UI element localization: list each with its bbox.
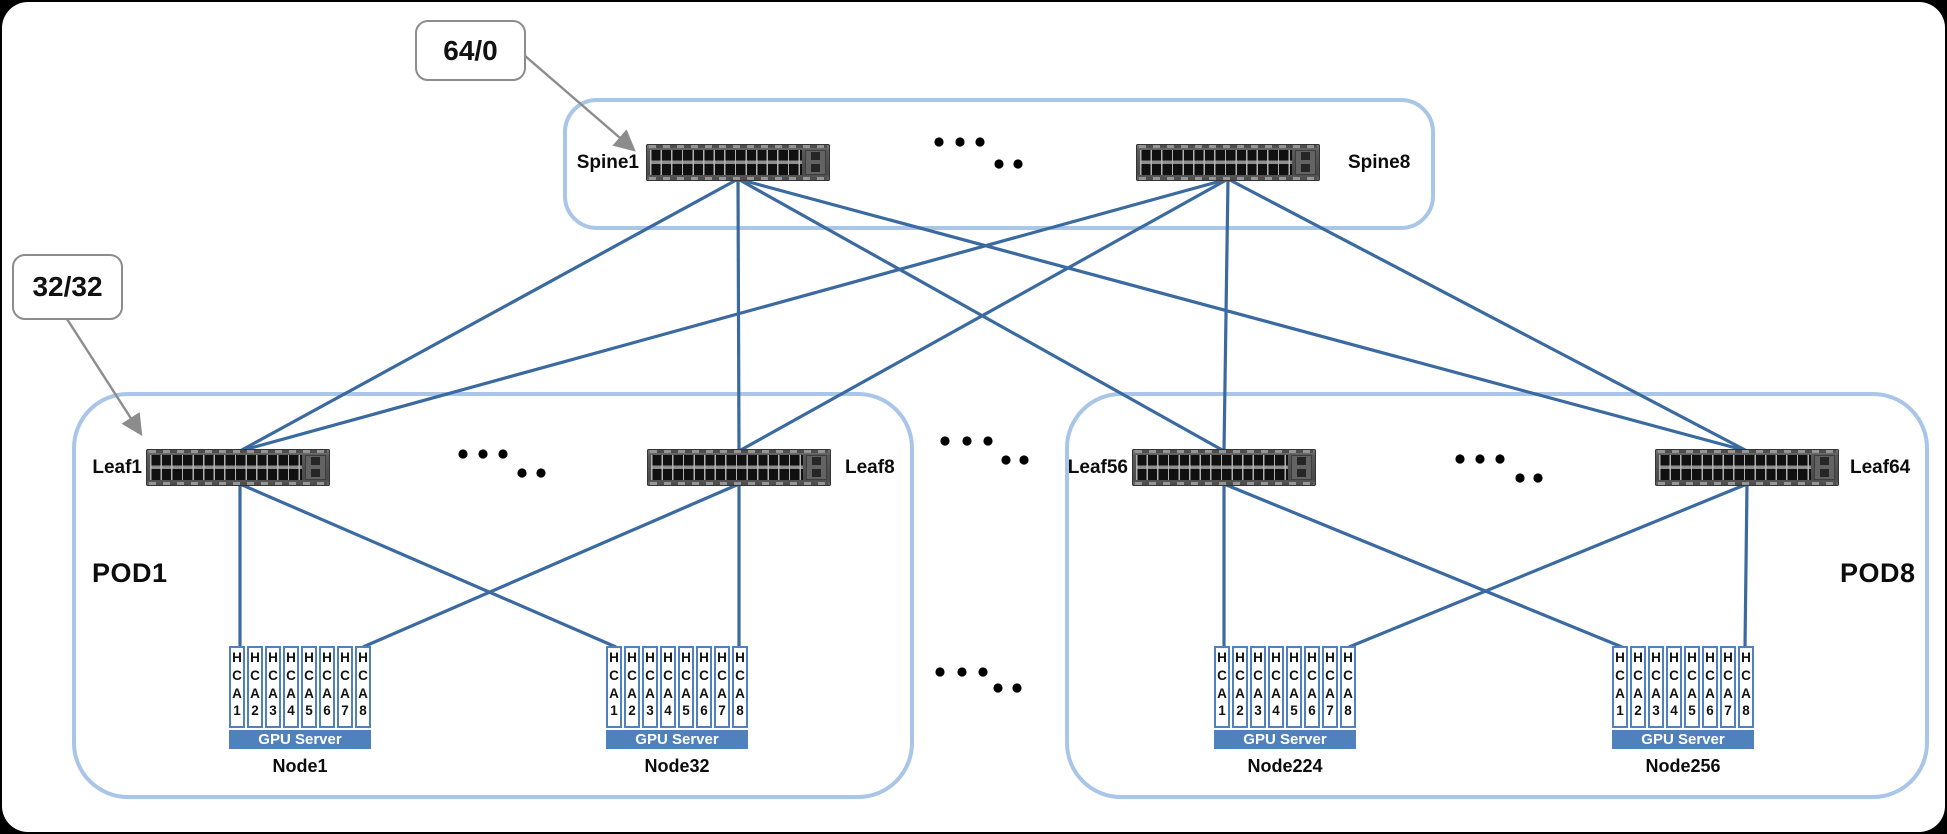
gpu-server-bar: GPU Server	[606, 730, 748, 749]
switch-end-panel	[805, 150, 826, 175]
hca-cell-hca2: HCA2	[247, 646, 263, 728]
switch-image-spine1	[646, 144, 830, 181]
hca-cell-hca3: HCA3	[1648, 646, 1664, 728]
leaf8-label: Leaf8	[845, 457, 895, 478]
node1-label: Node1	[272, 756, 328, 776]
leaf64-label: Leaf64	[1850, 457, 1911, 478]
switch-image-leaf1	[146, 449, 330, 486]
switch-end-panel	[806, 455, 827, 480]
hca-cell-hca6: HCA6	[1702, 646, 1718, 728]
node32-label: Node32	[644, 756, 710, 776]
node224-label: Node224	[1247, 756, 1323, 776]
switch-end-panel	[305, 455, 326, 480]
hca-cell-hca5: HCA5	[301, 646, 317, 728]
switch-ports	[150, 455, 302, 480]
hca-cell-hca7: HCA7	[337, 646, 353, 728]
switch-ports	[1659, 455, 1811, 480]
hca-cell-hca4: HCA4	[283, 646, 299, 728]
hca-cell-hca3: HCA3	[1250, 646, 1266, 728]
hca-cell-hca2: HCA2	[624, 646, 640, 728]
switch-end-panel	[1291, 455, 1312, 480]
switch-image-spine8	[1136, 144, 1320, 181]
hca-cell-hca7: HCA7	[1720, 646, 1736, 728]
hca-cell-hca7: HCA7	[1322, 646, 1338, 728]
gpu-server-bar: GPU Server	[229, 730, 371, 749]
leaf1-label: Leaf1	[92, 457, 142, 478]
pod1-label: POD1	[92, 558, 168, 588]
hca-cell-hca1: HCA1	[1612, 646, 1628, 728]
hca-cell-hca3: HCA3	[265, 646, 281, 728]
leaf-ports-callout-text: 32/32	[32, 271, 103, 302]
hca-cell-hca6: HCA6	[1304, 646, 1320, 728]
leaf56-label: Leaf56	[1067, 457, 1128, 478]
switch-ports	[1136, 455, 1288, 480]
hca-cell-hca2: HCA2	[1630, 646, 1646, 728]
switch-end-panel	[1295, 150, 1316, 175]
switch-ports	[651, 455, 803, 480]
hca-cell-hca1: HCA1	[1214, 646, 1230, 728]
hca-cell-hca8: HCA8	[1738, 646, 1754, 728]
hca-cell-hca6: HCA6	[696, 646, 712, 728]
node256-label: Node256	[1645, 756, 1721, 776]
switch-ports	[1140, 150, 1292, 175]
hca-cell-hca4: HCA4	[1268, 646, 1284, 728]
switch-image-leaf8	[647, 449, 831, 486]
hca-cell-hca5: HCA5	[678, 646, 694, 728]
hca-cell-hca7: HCA7	[714, 646, 730, 728]
hca-cell-hca2: HCA2	[1232, 646, 1248, 728]
switch-ports	[650, 150, 802, 175]
hca-cell-hca4: HCA4	[660, 646, 676, 728]
switch-image-leaf64	[1655, 449, 1839, 486]
hca-cell-hca4: HCA4	[1666, 646, 1682, 728]
hca-cell-hca8: HCA8	[1340, 646, 1356, 728]
switch-end-panel	[1814, 455, 1835, 480]
hca-cell-hca6: HCA6	[319, 646, 335, 728]
hca-cell-hca8: HCA8	[732, 646, 748, 728]
hca-cell-hca5: HCA5	[1286, 646, 1302, 728]
leaf-ports-callout: 32/32	[12, 254, 123, 320]
hca-cell-hca3: HCA3	[642, 646, 658, 728]
pod8-label: POD8	[1840, 558, 1916, 588]
spine1-label: Spine1	[576, 152, 639, 173]
gpu-server-bar: GPU Server	[1612, 730, 1754, 749]
hca-cell-hca1: HCA1	[229, 646, 245, 728]
spine-ports-callout: 64/0	[415, 20, 526, 81]
hca-cell-hca8: HCA8	[355, 646, 371, 728]
spine-ports-callout-text: 64/0	[443, 34, 498, 66]
hca-cell-hca1: HCA1	[606, 646, 622, 728]
switch-image-leaf56	[1132, 449, 1316, 486]
spine8-label: Spine8	[1348, 152, 1411, 173]
hca-cell-hca5: HCA5	[1684, 646, 1700, 728]
gpu-server-bar: GPU Server	[1214, 730, 1356, 749]
